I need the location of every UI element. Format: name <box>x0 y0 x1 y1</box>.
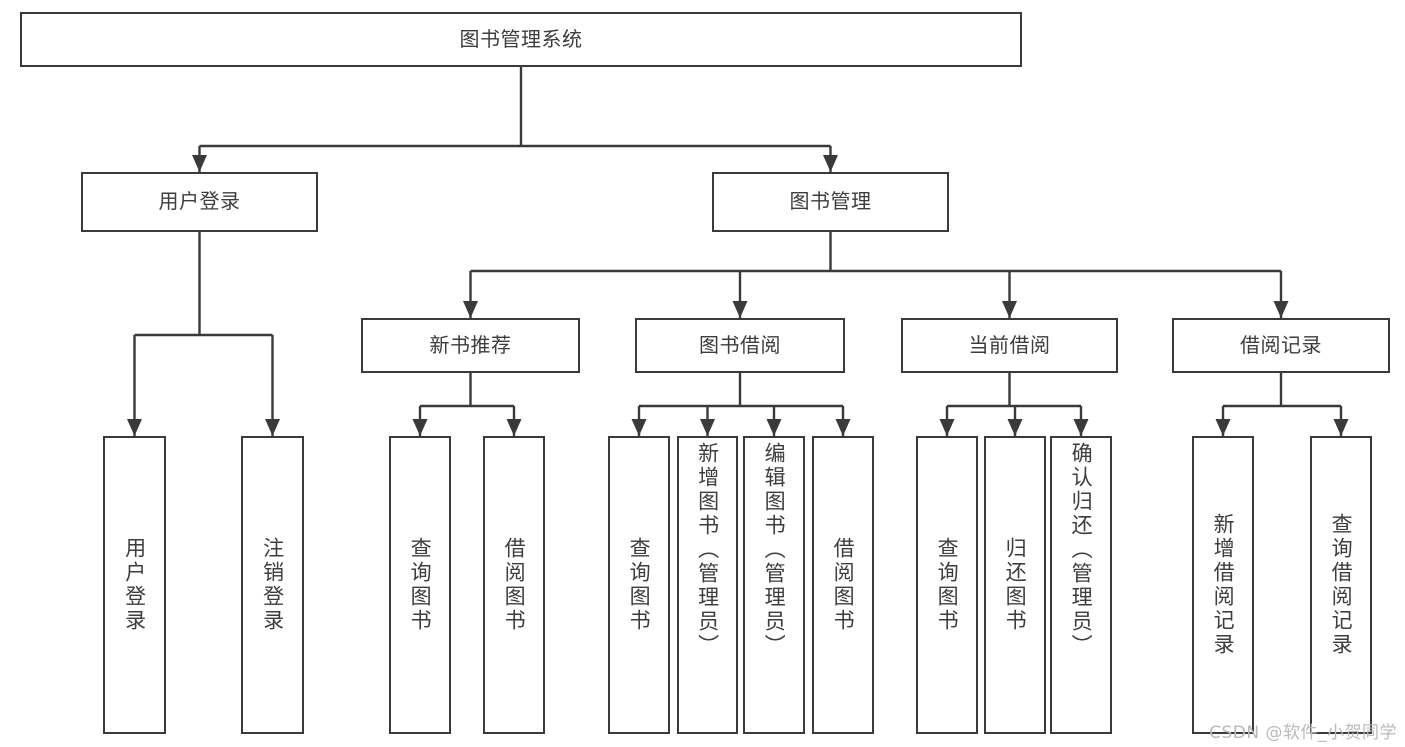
leaf-return-book[interactable]: 归还图书 <box>984 436 1046 734</box>
node-label: 查询图书 <box>935 537 960 633</box>
node-book-management[interactable]: 图书管理 <box>712 172 949 232</box>
node-label: 确认归还（管理员） <box>1069 442 1094 658</box>
node-label: 查询借阅记录 <box>1329 513 1354 657</box>
leaf-query-book-2[interactable]: 查询图书 <box>608 436 670 734</box>
leaf-borrow-book-2[interactable]: 借阅图书 <box>812 436 874 734</box>
node-book-borrow[interactable]: 图书借阅 <box>635 318 845 373</box>
node-label: 借阅图书 <box>502 537 527 633</box>
leaf-user-login[interactable]: 用户登录 <box>103 436 166 734</box>
leaf-query-book-1[interactable]: 查询图书 <box>389 436 451 734</box>
node-label: 归还图书 <box>1003 537 1028 633</box>
node-root-system[interactable]: 图书管理系统 <box>20 12 1022 67</box>
leaf-edit-book-admin[interactable]: 编辑图书（管理员） <box>743 436 805 734</box>
node-label: 注销登录 <box>260 537 285 633</box>
node-label: 用户登录 <box>158 189 241 214</box>
node-label: 图书管理系统 <box>459 26 583 51</box>
leaf-query-borrow-record[interactable]: 查询借阅记录 <box>1310 436 1372 734</box>
node-label: 借阅图书 <box>831 537 856 633</box>
node-label: 新增图书（管理员） <box>695 442 720 658</box>
node-label: 查询图书 <box>408 537 433 633</box>
csdn-watermark: CSDN @软件_小贺同学 <box>1209 723 1397 743</box>
leaf-add-borrow-record[interactable]: 新增借阅记录 <box>1192 436 1254 734</box>
leaf-query-book-3[interactable]: 查询图书 <box>916 436 978 734</box>
node-label: 新增借阅记录 <box>1211 513 1236 657</box>
leaf-logout[interactable]: 注销登录 <box>241 436 304 734</box>
leaf-add-book-admin[interactable]: 新增图书（管理员） <box>677 436 738 734</box>
node-new-book-recommend[interactable]: 新书推荐 <box>361 318 580 373</box>
leaf-confirm-return-admin[interactable]: 确认归还（管理员） <box>1050 436 1112 734</box>
node-label: 用户登录 <box>122 537 147 633</box>
node-current-borrow[interactable]: 当前借阅 <box>901 318 1118 373</box>
node-borrow-record[interactable]: 借阅记录 <box>1172 318 1390 373</box>
leaf-borrow-book-1[interactable]: 借阅图书 <box>483 436 545 734</box>
node-label: 编辑图书（管理员） <box>762 442 787 658</box>
node-user-login[interactable]: 用户登录 <box>81 172 318 232</box>
node-label: 图书借阅 <box>699 332 781 357</box>
node-label: 新书推荐 <box>429 332 512 357</box>
node-label: 当前借阅 <box>968 332 1051 357</box>
node-label: 查询图书 <box>627 537 652 633</box>
node-label: 借阅记录 <box>1240 332 1322 357</box>
node-label: 图书管理 <box>789 189 872 214</box>
